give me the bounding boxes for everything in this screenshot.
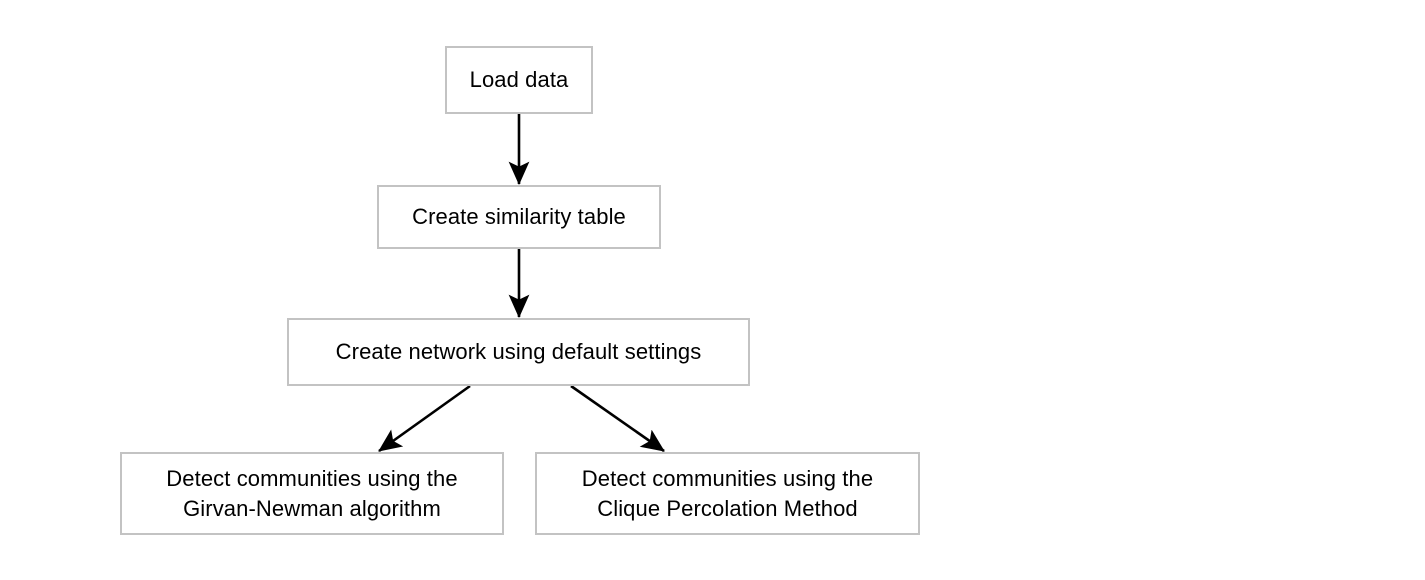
node-create-network-using-default-settings[interactable]: Create network using default settings bbox=[287, 318, 750, 386]
edge-create-network-to-detect-clique-percolation bbox=[570, 384, 665, 453]
node-load-data[interactable]: Load data bbox=[445, 46, 593, 114]
node-detect-communities-clique-percolation[interactable]: Detect communities using the Clique Perc… bbox=[535, 452, 920, 535]
node-detect-communities-girvan-newman[interactable]: Detect communities using the Girvan-Newm… bbox=[120, 452, 504, 535]
edge-create-network-to-detect-girvan-newman bbox=[378, 384, 471, 453]
node-create-similarity-table[interactable]: Create similarity table bbox=[377, 185, 661, 249]
